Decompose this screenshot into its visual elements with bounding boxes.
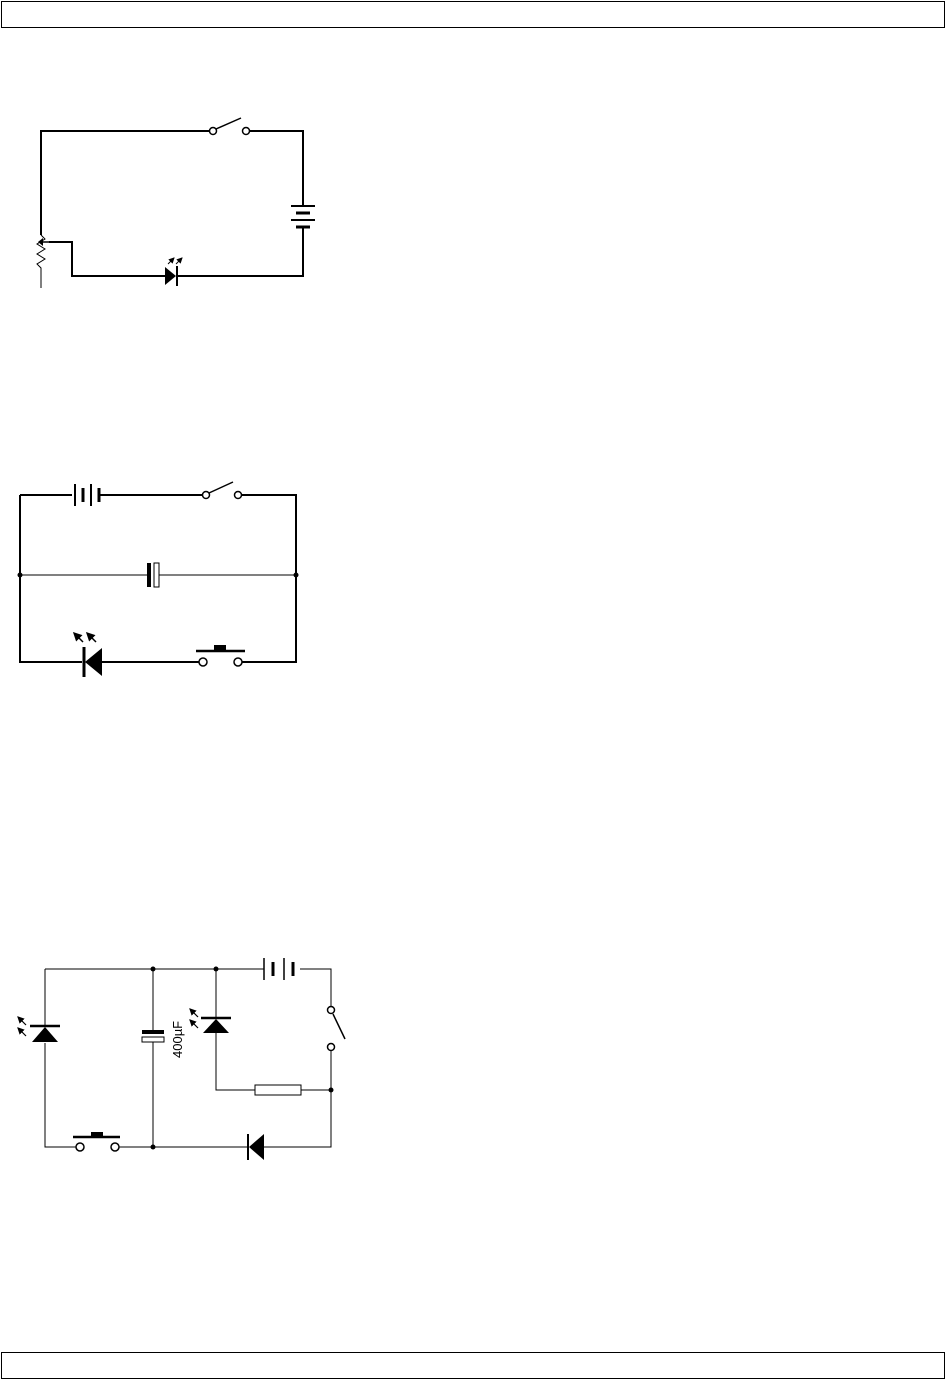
circuit3-junction-2 xyxy=(214,967,219,972)
circuit2-switch xyxy=(203,482,242,499)
circuit-1 xyxy=(37,118,315,288)
circuit3-junction-3 xyxy=(151,1145,156,1150)
circuit2-push-button xyxy=(196,645,245,666)
circuit3-junction-1 xyxy=(151,967,156,972)
capacitor-label: 400µF xyxy=(170,1021,185,1058)
circuit3-diode xyxy=(248,1134,264,1160)
circuit2-junction-left xyxy=(18,573,23,578)
circuit-3: 400µF xyxy=(18,958,345,1160)
circuit1-wires xyxy=(41,131,303,276)
circuit2-junction-right xyxy=(294,573,299,578)
circuit1-switch xyxy=(210,118,250,135)
circuit2-led xyxy=(74,633,102,677)
circuit1-battery xyxy=(291,206,315,227)
circuit3-push-button xyxy=(73,1132,120,1151)
circuit2-battery xyxy=(75,484,99,506)
circuit3-junction-4 xyxy=(329,1088,334,1093)
circuit3-led-middle xyxy=(190,1009,231,1033)
circuit-2 xyxy=(18,482,299,677)
circuit3-resistor xyxy=(255,1085,301,1095)
circuit3-capacitor xyxy=(142,1030,164,1042)
circuit3-wires xyxy=(45,969,331,1147)
circuit3-switch xyxy=(328,982,346,1051)
circuit2-capacitor xyxy=(147,563,159,587)
circuit3-led-left xyxy=(18,1017,60,1042)
circuit1-led xyxy=(165,258,182,286)
circuit3-battery xyxy=(264,958,293,980)
circuit1-potentiometer xyxy=(37,235,49,288)
